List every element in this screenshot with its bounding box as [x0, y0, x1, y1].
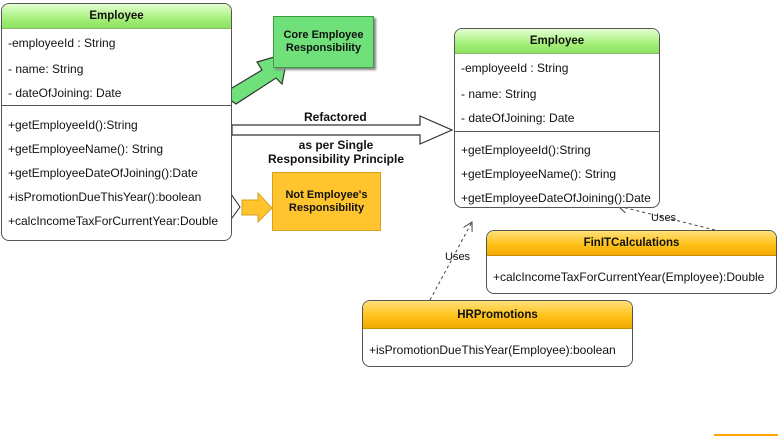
refactored-class-name: Employee	[455, 29, 659, 54]
refactored-method: +getEmployeeId():String	[461, 143, 591, 157]
uses-label-hr: Uses	[445, 251, 471, 263]
original-attribute: - name: String	[8, 62, 84, 76]
original-method: +calcIncomeTaxForCurrentYear:Double	[8, 214, 218, 228]
original-class-separator	[2, 105, 231, 106]
original-method: +getEmployeeDateOfJoining():Date	[8, 166, 198, 180]
refactored-sublabel: as per Single Responsibility Principle	[267, 138, 405, 166]
original-attribute: -employeeId : String	[8, 36, 116, 50]
original-class-name: Employee	[2, 4, 231, 29]
refactored-attribute: - dateOfJoining: Date	[461, 111, 575, 125]
not-core-arrow	[241, 191, 273, 224]
core-arrow	[220, 52, 289, 105]
finit-method: +calcIncomeTaxForCurrentYear(Employee):D…	[493, 270, 765, 284]
refactored-employee-class: Employee -employeeId : String - name: St…	[454, 28, 660, 208]
hr-method: +isPromotionDueThisYear(Employee):boolea…	[369, 343, 616, 357]
not-responsibility-note: Not Employee's Responsibility	[272, 172, 381, 231]
refactored-method: +getEmployeeDateOfJoining():Date	[461, 191, 651, 205]
finit-class-name: FinITCalculations	[487, 231, 776, 256]
uses-connector-finit	[618, 206, 716, 231]
refactored-label: Refactored	[304, 110, 367, 124]
finit-calculations-class: FinITCalculations +calcIncomeTaxForCurre…	[486, 230, 777, 294]
original-attribute: - dateOfJoining: Date	[8, 86, 122, 100]
refactored-class-separator	[455, 131, 659, 132]
uses-label-finit: Uses	[651, 212, 677, 224]
hr-promotions-class: HRPromotions +isPromotionDueThisYear(Emp…	[362, 300, 633, 367]
original-method: +isPromotionDueThisYear():boolean	[8, 190, 202, 204]
refactor-arrow	[231, 115, 454, 145]
hr-class-name: HRPromotions	[363, 301, 632, 329]
core-responsibility-note: Core Employee Responsibility	[273, 16, 374, 68]
original-method: +getEmployeeId():String	[8, 118, 138, 132]
refactored-attribute: - name: String	[461, 87, 537, 101]
original-method: +getEmployeeName(): String	[8, 142, 164, 156]
refactored-method: +getEmployeeName(): String	[461, 167, 617, 181]
original-employee-class: Employee -employeeId : String - name: St…	[1, 3, 232, 241]
refactored-attribute: -employeeId : String	[461, 61, 569, 75]
uses-connector-hr	[429, 222, 472, 301]
